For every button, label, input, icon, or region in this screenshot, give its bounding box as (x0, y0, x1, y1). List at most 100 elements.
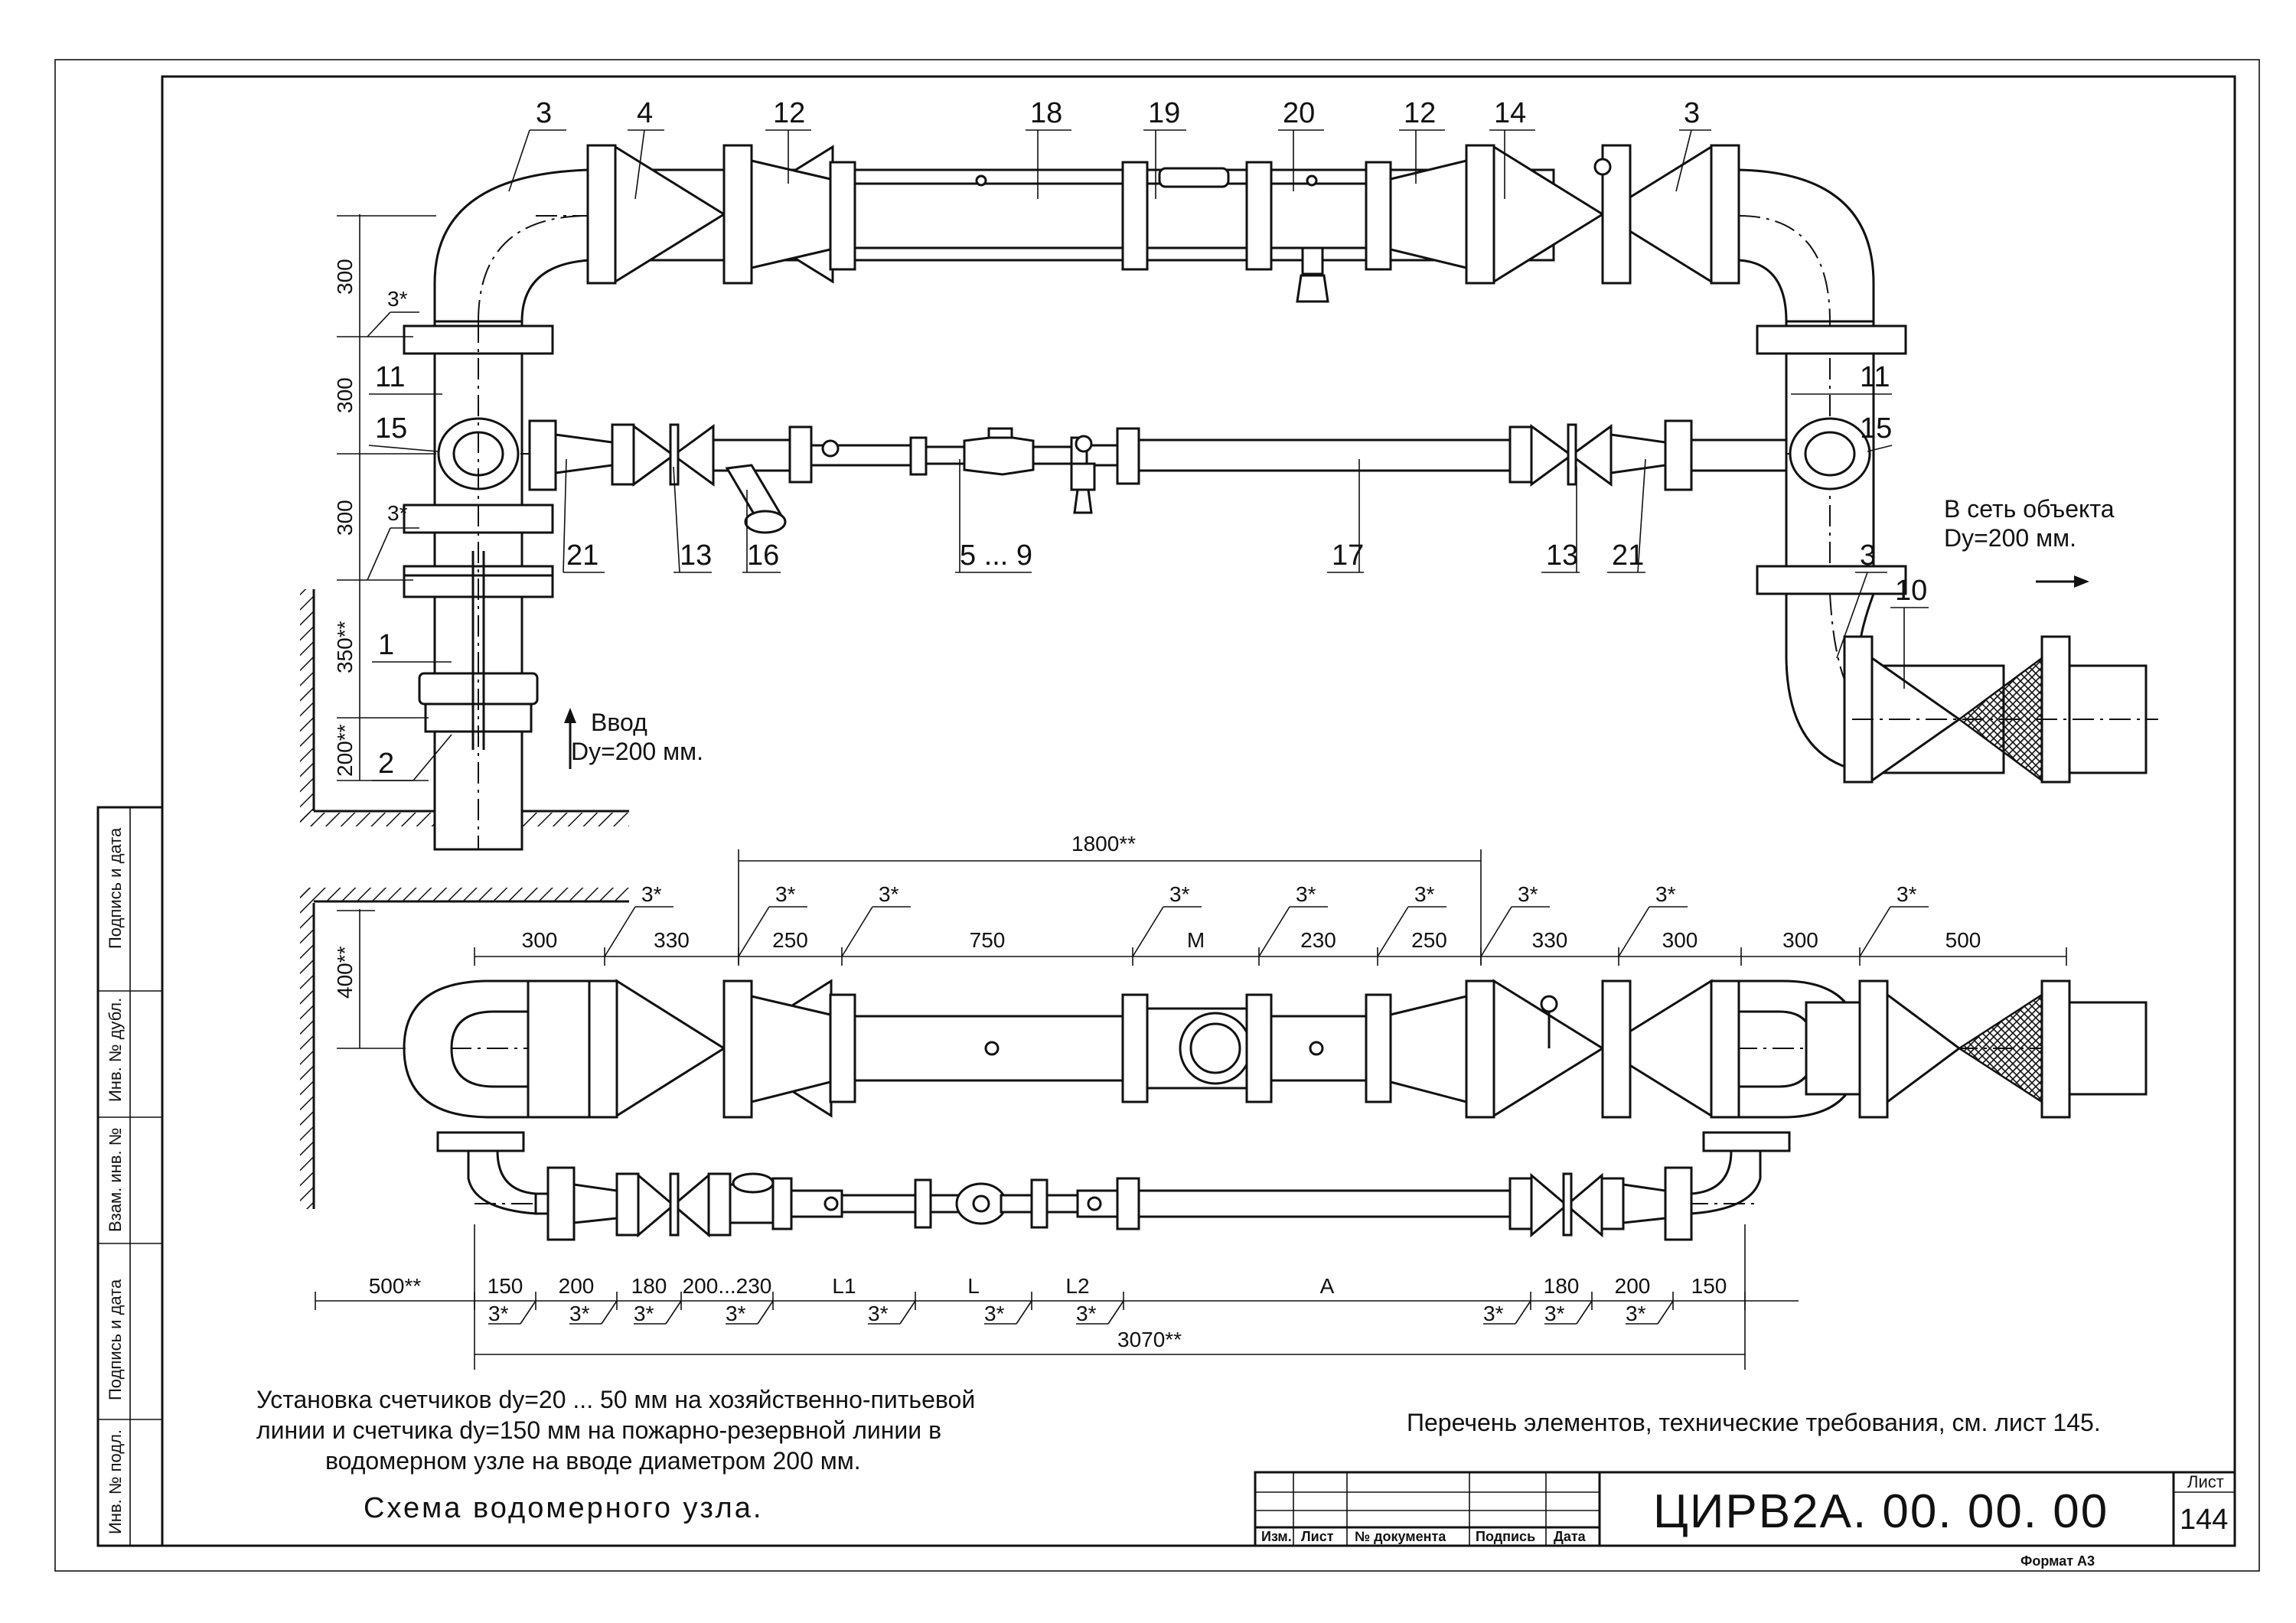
label-18: 18 (1030, 97, 1062, 129)
stamp-replace-inv: Взам. инв. № (106, 1128, 125, 1232)
dim-star-bottom: 3* (1076, 1302, 1097, 1325)
star-leader-bottom (1016, 1300, 1032, 1325)
label-3-a: 3 (536, 97, 552, 129)
outlet-diameter: Dy=200 мм. (1944, 524, 2076, 552)
star-leader-top (841, 906, 873, 957)
dim-v-300-a: 300 (333, 259, 357, 295)
star-leader-top (604, 906, 636, 957)
dim-value-bottom: 500** (369, 1274, 422, 1298)
dim-value-bottom: 180 (1544, 1274, 1580, 1298)
dim-value-top: 500 (1945, 928, 1981, 952)
star-leader-top (1618, 906, 1650, 957)
star-leader-bottom (601, 1300, 618, 1325)
dim-value-top: 330 (654, 928, 690, 952)
label-5-9: 5 ... 9 (960, 539, 1032, 572)
dim-value-bottom: 180 (631, 1274, 667, 1298)
star-leader-top (1132, 906, 1164, 957)
desc-line-3: водомерном узле на вводе диаметром 200 м… (325, 1447, 861, 1475)
label-3-c: 3 (1860, 539, 1876, 572)
dim-value-bottom: 200 (1615, 1274, 1651, 1298)
dim-value-bottom: 200 (559, 1274, 595, 1298)
dim-3070: 3070** (1117, 1328, 1182, 1351)
label-21-a: 21 (566, 539, 598, 572)
dim-star-top: 3* (1169, 882, 1190, 906)
plan-dimensions: 400** 1800** 3* 3* 3* 3* 3* 3* 3* 3* 3* 300 330 25… (315, 832, 2067, 1370)
dim-value-top: 300 (522, 928, 558, 952)
star-leader-top (1859, 906, 1891, 957)
star-leader-top (738, 906, 770, 957)
star-leader-bottom (520, 1300, 536, 1325)
dim-value-bottom: L (967, 1274, 980, 1298)
dim-star-bottom: 3* (569, 1302, 590, 1325)
dim-star-bottom: 3* (1626, 1302, 1646, 1325)
star-leader-bottom (1657, 1300, 1674, 1325)
label-19: 19 (1148, 97, 1180, 129)
star-leader-bottom (757, 1300, 774, 1325)
wall-hatch-top (300, 589, 314, 826)
dim-star-bottom: 3* (726, 1302, 746, 1325)
dim-1800: 1800** (1071, 832, 1136, 855)
inlet-diameter: Dy=200 мм. (571, 738, 703, 765)
outer-frame (54, 59, 2260, 1572)
star-leader-bottom (1576, 1300, 1593, 1325)
outlet-title: В сеть объекта (1944, 495, 2115, 523)
col-izm: Изм. (1261, 1529, 1292, 1544)
dim-star-top: 3* (1414, 882, 1435, 906)
label-12-b: 12 (1404, 97, 1436, 129)
label-15-a: 15 (375, 412, 407, 445)
dim-star-top: 3* (1655, 882, 1676, 906)
star-leader-bottom (1107, 1300, 1124, 1325)
wall-hatch-bottom (300, 888, 314, 1209)
stamp-dup-inv: Инв. № дубл. (106, 998, 125, 1102)
label-16: 16 (747, 539, 779, 572)
desc-line-2: линии и счетчика dy=150 мм на пожарно-ре… (256, 1416, 941, 1444)
star-leader-bottom (1515, 1300, 1531, 1325)
label-11-a: 11 (375, 361, 405, 393)
dim-value-bottom: 200...230 (683, 1274, 772, 1298)
dim-star-top: 3* (1518, 882, 1538, 906)
drawing-title: Схема водомерного узла. (364, 1492, 763, 1524)
dim-value-top: 300 (1662, 928, 1698, 952)
dim-value-top: 750 (970, 928, 1006, 952)
dim-star-top: 3* (879, 882, 899, 906)
dim-v-400: 400** (333, 946, 357, 999)
stamp-orig-inv: Инв. № подл. (106, 1429, 125, 1534)
label-13-a: 13 (680, 539, 712, 572)
dim-value-bottom: A (1320, 1274, 1335, 1298)
dim-star-bottom: 3* (868, 1302, 889, 1325)
dim-value-top: 300 (1782, 928, 1818, 952)
ceiling-hatch-bottom (300, 888, 629, 901)
label-11-b: 11 (1860, 361, 1890, 393)
dim-star-bottom: 3* (984, 1302, 1005, 1325)
star-leader-top (1377, 906, 1409, 957)
dim-value-bottom: 150 (488, 1274, 523, 1298)
dim-star-top: 3* (1896, 882, 1917, 906)
sheet-number: 144 (2180, 1504, 2228, 1536)
stamp-sign-date-1: Подпись и дата (106, 827, 125, 949)
paper-format: Формат А3 (2020, 1553, 2095, 1569)
dim-star-1: 3* (387, 287, 408, 311)
label-4: 4 (637, 97, 653, 129)
label-10: 10 (1895, 575, 1927, 607)
dim-value-bottom: L1 (832, 1274, 856, 1298)
label-15-b: 15 (1860, 412, 1892, 445)
dim-value-top: 250 (772, 928, 808, 952)
dim-value-bottom: L2 (1065, 1274, 1089, 1298)
star-leader-top (1258, 906, 1290, 957)
col-date: Дата (1554, 1529, 1587, 1544)
col-sign: Подпись (1476, 1529, 1535, 1544)
dim-v-350: 350** (333, 621, 357, 673)
dim-v-200: 200** (333, 724, 357, 777)
notes: Установка счетчиков dy=20 ... 50 мм на х… (256, 1386, 2101, 1524)
sheet-label: Лист (2187, 1472, 2224, 1491)
inlet-title: Ввод (591, 709, 647, 736)
label-1: 1 (378, 629, 394, 661)
side-stamp: Подпись и дата Инв. № дубл. Взам. инв. №… (96, 806, 164, 1547)
dim-v-300-c: 300 (333, 500, 357, 536)
dim-star-bottom: 3* (1483, 1302, 1504, 1325)
dim-value-top: 330 (1532, 928, 1568, 952)
dim-value-top: 230 (1300, 928, 1336, 952)
star-leader-bottom (899, 1300, 916, 1325)
dim-star-top: 3* (641, 882, 662, 906)
